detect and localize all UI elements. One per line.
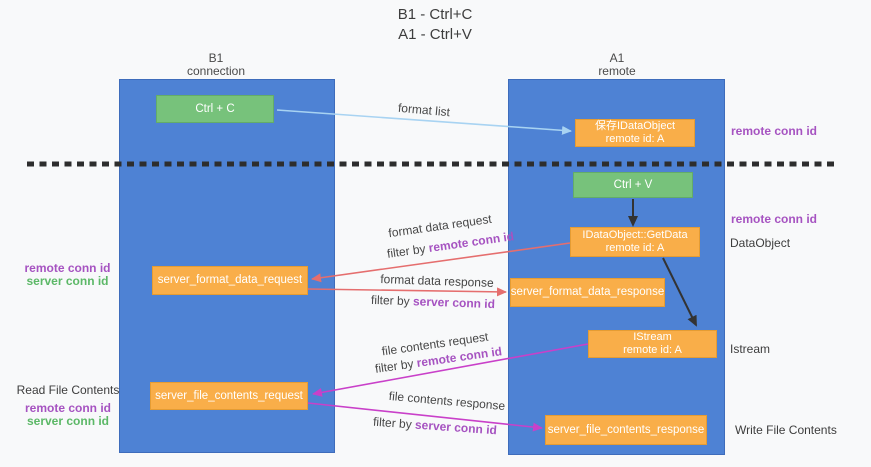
left-bottom-block: Read File Contents remote conn id server…: [14, 384, 122, 428]
filter-by-text: filter by: [386, 241, 430, 261]
node-server-file-contents-request-label: server_file_contents_request: [155, 389, 303, 402]
right-remote-conn-id-mid-label: remote conn id: [731, 212, 818, 226]
filter-by-text: filter by: [370, 292, 414, 309]
node-istream-line1: IStream: [633, 331, 672, 343]
file-contents-response-filter-label: filter by server conn id: [370, 414, 501, 438]
left-lane-subtitle: connection: [186, 64, 246, 78]
right-remote-conn-id-top-label: remote conn id: [731, 124, 818, 138]
node-istream: IStream remote id: A: [588, 330, 717, 358]
node-server-file-contents-response-label: server_file_contents_response: [547, 423, 705, 436]
format-data-response-filter-label: filter by server conn id: [368, 293, 498, 312]
format-data-response-label: format data response: [380, 272, 494, 290]
left-lane-header: B1 connection: [156, 52, 276, 78]
node-server-file-contents-request: server_file_contents_request: [150, 382, 308, 410]
node-server-format-data-request-label: server_format_data_request: [157, 274, 303, 286]
node-save-dataobject-line2: remote id: A: [605, 133, 665, 145]
right-lane-header: A1 remote: [557, 52, 677, 78]
format-list-label: format list: [397, 100, 451, 120]
node-getdata-line2: remote id: A: [605, 242, 665, 254]
node-save-dataobject: 保存IDataObject remote id: A: [575, 119, 695, 147]
node-ctrl-c: Ctrl + C: [156, 95, 274, 123]
diagram-title-line1: B1 - Ctrl+C: [397, 6, 473, 23]
right-lane-title: A1: [609, 51, 625, 65]
left-mid-remote-conn-id-label: remote conn id: [24, 261, 111, 275]
left-mid-conn-id-block: remote conn id server conn id: [15, 262, 120, 288]
node-istream-line2: remote id: A: [623, 344, 682, 356]
filter-by-text: filter by: [372, 414, 416, 432]
node-server-file-contents-response: server_file_contents_response: [545, 415, 707, 445]
write-file-contents-label: Write File Contents: [735, 423, 837, 437]
diagram-title-line2: A1 - Ctrl+V: [398, 26, 472, 43]
filter-by-text: filter by: [374, 356, 418, 376]
node-getdata-line1: IDataObject::GetData: [582, 229, 688, 241]
server-conn-id-text: server conn id: [414, 417, 498, 438]
read-file-contents-label: Read File Contents: [16, 383, 120, 397]
node-save-dataobject-line1: 保存IDataObject: [594, 120, 676, 132]
server-conn-id-text: server conn id: [412, 294, 496, 312]
dataobject-label: DataObject: [730, 236, 791, 250]
remote-conn-id-text: remote conn id: [427, 229, 515, 255]
left-bottom-server-conn-id-label: server conn id: [26, 414, 110, 428]
node-ctrl-c-label: Ctrl + C: [195, 102, 235, 115]
node-server-format-data-response-label: server_format_data_response: [510, 286, 665, 298]
file-contents-response-label: file contents response: [388, 388, 506, 414]
format-data-response-arrow: [307, 287, 507, 297]
node-server-format-data-response: server_format_data_response: [510, 278, 665, 307]
left-bottom-remote-conn-id-label: remote conn id: [24, 401, 111, 415]
node-ctrl-v: Ctrl + V: [573, 172, 693, 198]
node-server-format-data-request: server_format_data_request: [152, 266, 308, 295]
left-mid-server-conn-id-label: server conn id: [26, 274, 109, 288]
node-getdata: IDataObject::GetData remote id: A: [570, 227, 700, 257]
right-lane-subtitle: remote: [598, 64, 636, 78]
node-ctrl-v-label: Ctrl + V: [613, 178, 653, 191]
istream-label: Istream: [730, 342, 771, 356]
left-lane-title: B1: [208, 51, 224, 65]
